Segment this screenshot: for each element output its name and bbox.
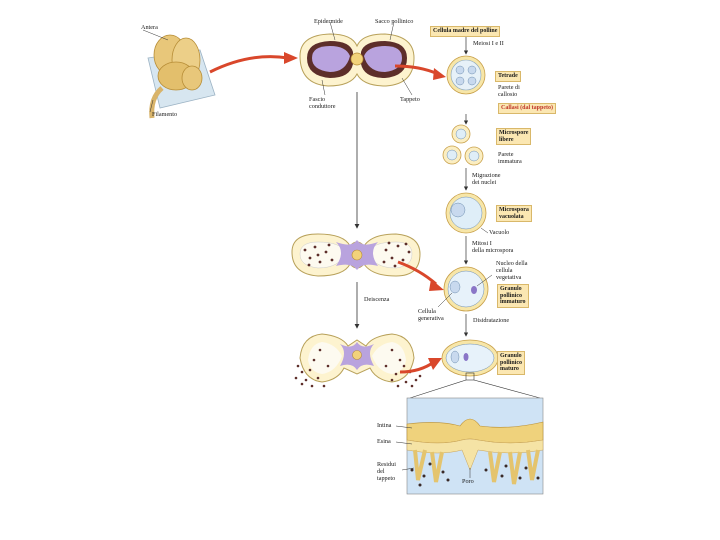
red-arrow-1 <box>209 55 289 74</box>
vacuolated-microspore <box>445 192 489 234</box>
box-cellula-madre: Cellula madre del polline <box>430 26 501 37</box>
free-microspores <box>442 124 484 166</box>
label-parete-immatura: Parete immatura <box>498 151 522 165</box>
box-granulo-maturo: Granulo pollinico maturo <box>497 351 526 375</box>
wall-detail <box>395 379 544 495</box>
label-poro: Poro <box>462 478 474 485</box>
label-esina: Esina <box>377 438 391 445</box>
box-microspore-libere: Microspore libere <box>496 128 532 146</box>
label-intina: Intina <box>377 422 392 429</box>
tetrad <box>446 55 486 95</box>
red-arrow-3-head <box>429 279 444 291</box>
red-arrow-4-head <box>428 358 442 370</box>
label-antera: Antera <box>141 24 158 31</box>
box-granulo-immaturo: Granulo pollinico immaturo <box>497 284 529 308</box>
label-deiscenza: Deiscenza <box>364 296 390 303</box>
anther-section-1 <box>299 21 415 96</box>
box-microspora-vacuolata: Microspora vacuolata <box>496 205 532 223</box>
box-callasi: Callasi (dal tappeto) <box>498 103 557 114</box>
label-epidermide: Epidermide <box>314 18 343 25</box>
anther-illustration <box>142 29 216 119</box>
box-tetrade: Tetrade <box>495 71 521 82</box>
label-tappeto: Tappeto <box>400 96 420 103</box>
immature-pollen-grain <box>437 266 493 312</box>
label-migrazione: Migrazione dei nuclei <box>472 172 501 186</box>
label-sacco-pollinico: Sacco pollinico <box>375 18 414 25</box>
label-cellula-generativa: Cellula generativa <box>418 308 444 322</box>
label-fascio-conduttore: Fascio conduttore <box>309 96 336 110</box>
label-mitosi: Mitosi I della microspora <box>472 240 514 254</box>
anther-section-2 <box>291 233 421 277</box>
red-arrow-2-head <box>433 68 446 80</box>
label-meiosi: Meiosi I e II <box>473 40 504 47</box>
anther-section-3 <box>294 333 422 388</box>
label-filamento: Filamento <box>152 111 178 118</box>
label-disidratazione: Disidratazione <box>473 317 510 324</box>
label-vacuolo: Vacuolo <box>489 229 510 236</box>
label-parete-callosio: Parete di callosio <box>498 84 520 98</box>
label-nucleo-vegetativa: Nucleo della cellula vegetativa <box>496 260 528 281</box>
label-residui-tappeto: Residui del tappeto <box>377 461 396 482</box>
mature-pollen-grain <box>441 339 499 381</box>
red-arrow-1-head <box>284 52 298 64</box>
